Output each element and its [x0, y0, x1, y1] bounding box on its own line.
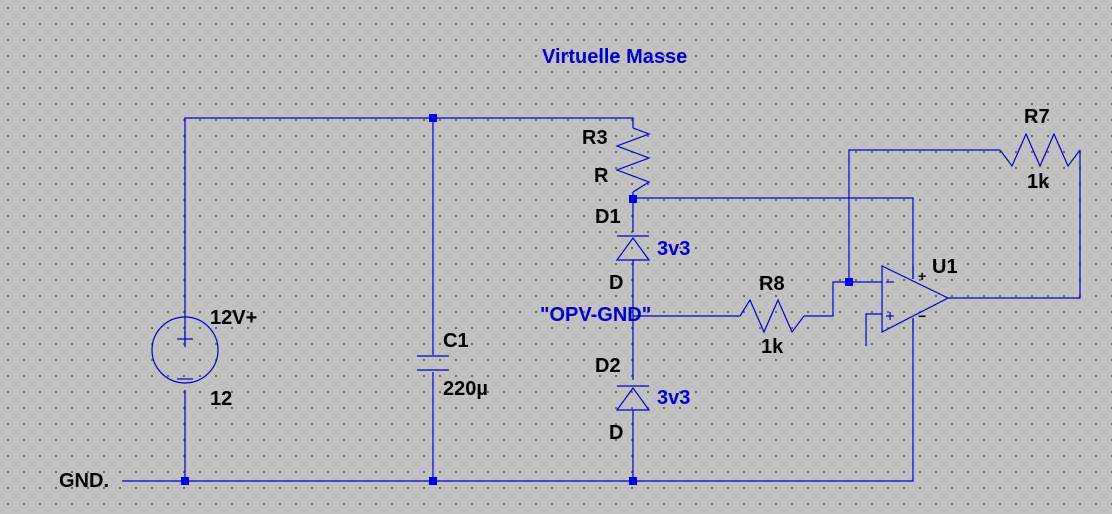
capacitor-c1[interactable]	[417, 355, 449, 371]
r3-name: R3	[582, 127, 608, 149]
v1-value: 12	[210, 388, 233, 410]
r8-name: R8	[759, 273, 785, 295]
d1-name: D1	[595, 206, 621, 228]
c1-name: C1	[443, 330, 469, 352]
resistor-r3[interactable]	[615, 127, 651, 193]
d1-model: D	[609, 272, 624, 294]
u1-name: U1	[932, 256, 958, 278]
diode-d1[interactable]	[615, 235, 651, 261]
r3-value: R	[594, 165, 609, 187]
net-label-opv-gnd[interactable]: "OPV-GND"	[540, 304, 652, 326]
u1-minus-pin: −	[918, 308, 927, 324]
opamp-u1[interactable]	[881, 265, 950, 333]
u1-plus-pin: +	[918, 268, 927, 284]
wire-r3-node[interactable]	[632, 192, 914, 279]
wire-plus-input[interactable]	[865, 313, 882, 346]
wire-ground-rail[interactable]	[122, 318, 914, 482]
wire-r8-out[interactable]	[804, 281, 882, 317]
page-title: Virtuelle Masse	[542, 46, 688, 68]
d2-name: D2	[595, 355, 621, 377]
d2-value: 3v3	[657, 387, 691, 409]
wire-r7-out[interactable]	[948, 150, 1081, 299]
resistor-r7[interactable]	[999, 132, 1081, 168]
v1-name: 12V+	[210, 307, 258, 329]
resistor-r8[interactable]	[739, 298, 805, 334]
r7-name: R7	[1024, 106, 1050, 128]
d1-value: 3v3	[657, 238, 691, 260]
r8-value: 1k	[761, 336, 784, 358]
r7-value: 1k	[1027, 171, 1050, 193]
wire-feedback[interactable]	[848, 149, 1000, 282]
wire-top-rail[interactable]	[184, 117, 634, 342]
diode-d2[interactable]	[615, 385, 651, 411]
ground-label: GND.	[59, 470, 109, 492]
junctions	[181, 114, 853, 485]
c1-value: 220µ	[443, 378, 488, 400]
voltage-source-v1[interactable]	[151, 316, 219, 384]
d2-model: D	[609, 422, 624, 444]
